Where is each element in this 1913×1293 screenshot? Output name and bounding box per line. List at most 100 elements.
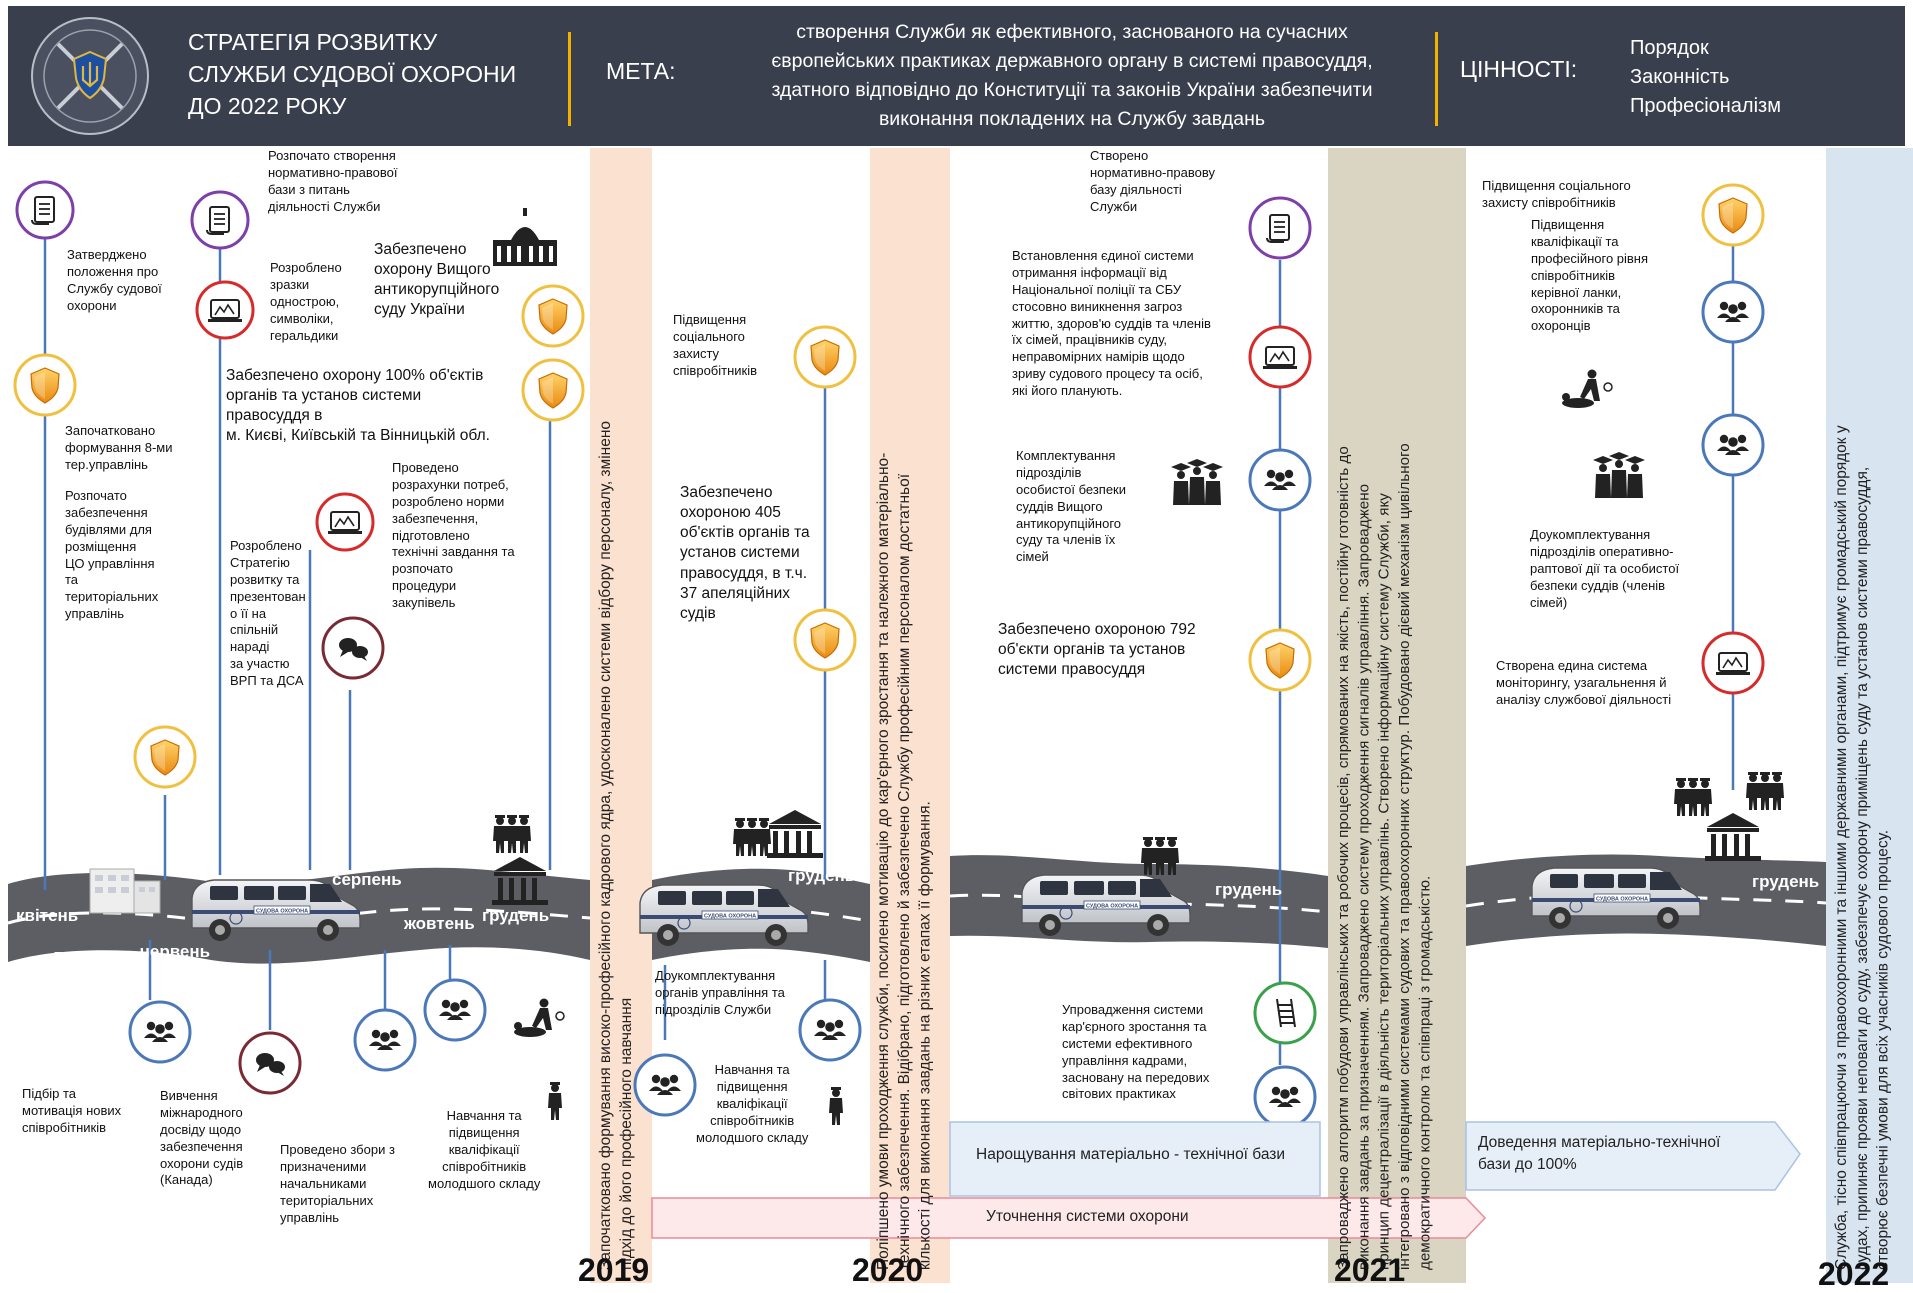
guard-icon bbox=[548, 1082, 562, 1120]
shield-icon bbox=[793, 325, 857, 389]
year-2021: 2021 bbox=[1334, 1252, 1406, 1288]
band-2022-text: Служба, тісно співпрацюючи з правоохорон… bbox=[1833, 425, 1892, 1270]
monitor-icon bbox=[1701, 631, 1765, 695]
shield-icon bbox=[133, 725, 197, 789]
courthouse-icon bbox=[767, 810, 823, 858]
goal-text-line: створення Служби як ефективного, заснова… bbox=[796, 21, 1348, 43]
people-icon bbox=[353, 1008, 417, 1072]
guards-icon bbox=[493, 815, 531, 853]
people-icon bbox=[633, 1053, 697, 1117]
people-icon bbox=[1253, 1065, 1317, 1129]
shield-icon bbox=[1701, 183, 1765, 247]
month-label: травень bbox=[54, 946, 123, 965]
header-bar: СТРАТЕГІЯ РОЗВИТКУ СЛУЖБИ СУДОВОЇ ОХОРОН… bbox=[8, 6, 1905, 146]
arrow-material-text: Нарощування матеріально - технічної бази bbox=[976, 1146, 1286, 1163]
month-label: грудень bbox=[1752, 872, 1820, 891]
goal-text-line: здатного відповідно до Конституції та за… bbox=[771, 79, 1373, 101]
graduates-icon bbox=[1593, 452, 1645, 498]
band-2021-text: Запроваджено алгоритм побудови управлінс… bbox=[1335, 443, 1434, 1270]
arrow-guard-text: Уточнення системи охорони bbox=[986, 1208, 1189, 1225]
header-separator bbox=[1435, 32, 1438, 126]
month-label: грудень bbox=[482, 906, 550, 925]
people-icon bbox=[1701, 413, 1765, 477]
shield-icon bbox=[521, 284, 585, 348]
courthouse-icon bbox=[1705, 813, 1761, 861]
ladder-icon bbox=[1253, 981, 1317, 1045]
people-icon bbox=[1701, 280, 1765, 344]
shield-icon bbox=[521, 358, 585, 422]
arrow-material-base-100 bbox=[1465, 1121, 1801, 1191]
year-2020: 2020 bbox=[852, 1252, 924, 1288]
doc-icon bbox=[1248, 196, 1312, 260]
month-label: грудень bbox=[1215, 880, 1283, 899]
strategy-title-line: СТРАТЕГІЯ РОЗВИТКУ bbox=[188, 29, 438, 55]
monitor-icon bbox=[315, 492, 375, 552]
month-label: жовтень bbox=[404, 914, 475, 933]
band-2020-bg bbox=[870, 148, 950, 1283]
arrow-material-base bbox=[949, 1121, 1321, 1197]
people-icon bbox=[423, 978, 487, 1042]
band-2020-text: Поліпшено умови проходження служби, поси… bbox=[875, 452, 934, 1270]
band-2022-bg bbox=[1826, 148, 1913, 1283]
monitor-icon bbox=[1248, 325, 1312, 389]
arrow-material-100-text: Доведення матеріально-технічної бази до … bbox=[1478, 1134, 1721, 1174]
year-2019: 2019 bbox=[578, 1252, 650, 1288]
shield-icon bbox=[793, 608, 857, 672]
strategy-title-line: СЛУЖБИ СУДОВОЇ ОХОРОНИ bbox=[188, 61, 517, 87]
shield-icon bbox=[13, 353, 77, 417]
arrest-icon bbox=[513, 997, 565, 1038]
office-building-icon bbox=[89, 868, 161, 914]
guards-icon bbox=[1746, 772, 1784, 810]
arrest-icon bbox=[1561, 368, 1613, 409]
people-icon bbox=[1248, 448, 1312, 512]
court-security-emblem-icon bbox=[31, 17, 149, 135]
guards-icon bbox=[733, 818, 771, 856]
goal-text-line: виконання покладених на Службу завдань bbox=[878, 108, 1266, 130]
month-label: квітень bbox=[16, 906, 79, 925]
chat-icon bbox=[321, 616, 385, 680]
people-icon bbox=[798, 998, 862, 1062]
month-label: червень bbox=[140, 942, 211, 961]
header-separator bbox=[568, 32, 571, 126]
month-label: серпень bbox=[332, 870, 402, 889]
people-icon bbox=[128, 1000, 192, 1064]
guards-icon bbox=[1674, 778, 1712, 816]
values-label: ЦІННОСТІ: bbox=[1460, 56, 1578, 82]
arrow-guard-system bbox=[651, 1197, 1487, 1239]
graduates-icon bbox=[1171, 459, 1223, 505]
band-2019-text: Започатковано формування високо-професій… bbox=[597, 420, 635, 1270]
year-2022: 2022 bbox=[1818, 1256, 1890, 1292]
value-item: Законність bbox=[1630, 66, 1730, 88]
doc-icon bbox=[190, 190, 250, 250]
value-item: Порядок bbox=[1630, 37, 1709, 59]
goal-label: МЕТА: bbox=[606, 58, 676, 84]
chat-icon bbox=[238, 1031, 302, 1095]
doc-icon bbox=[15, 180, 75, 240]
month-label: грудень bbox=[788, 866, 856, 885]
